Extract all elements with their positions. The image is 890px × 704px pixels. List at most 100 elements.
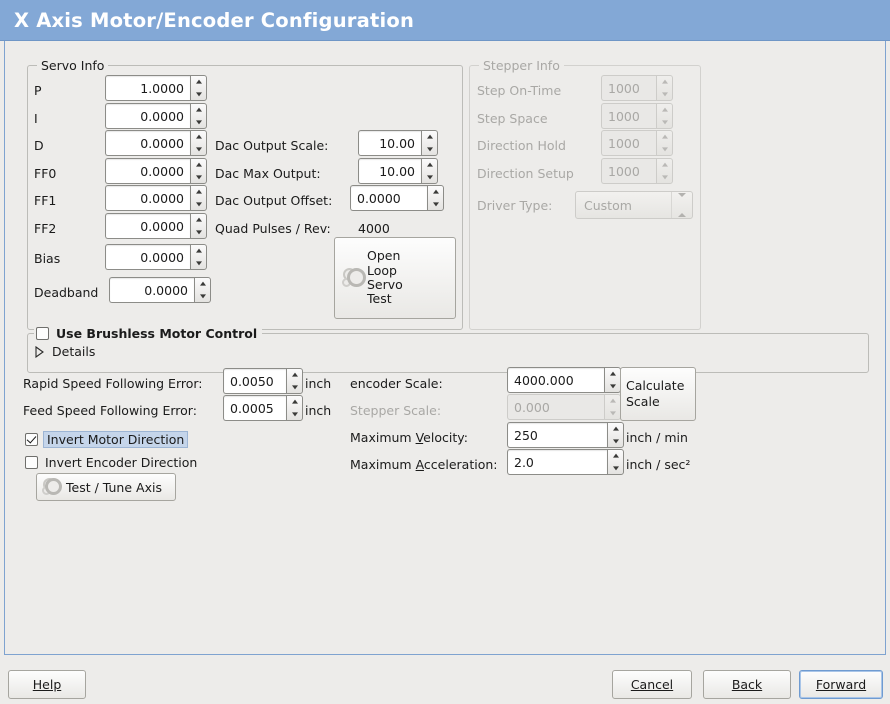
invert-encoder-checkbox-box[interactable] — [25, 456, 38, 469]
maximum-acceleration-spin[interactable]: 2.0 — [507, 449, 624, 475]
servo-spin-bias[interactable]: 0.0000 — [105, 244, 207, 270]
maximum-velocity-spin[interactable]: 250 — [507, 422, 624, 448]
cancel-button[interactable]: Cancel — [612, 670, 692, 699]
dac-output-offset-value[interactable]: 0.0000 — [350, 185, 427, 211]
servo-spin-d-steppers[interactable] — [190, 130, 207, 156]
test-tune-axis-button[interactable]: Test / Tune Axis — [36, 473, 176, 501]
brushless-checkbox-label: Use Brushless Motor Control — [56, 326, 258, 341]
spin-up-icon[interactable] — [191, 245, 206, 257]
spin-up-icon[interactable] — [287, 396, 302, 408]
spin-down-icon[interactable] — [191, 171, 206, 183]
servo-spin-ff1-value[interactable]: 0.0000 — [105, 185, 190, 211]
servo-spin-ff1[interactable]: 0.0000 — [105, 185, 207, 211]
servo-spin-d-value[interactable]: 0.0000 — [105, 130, 190, 156]
spin-down-icon[interactable] — [191, 198, 206, 210]
servo-spin-ff2[interactable]: 0.0000 — [105, 213, 207, 239]
spin-up-icon[interactable] — [191, 186, 206, 198]
spin-down-icon[interactable] — [195, 290, 210, 302]
spin-up-icon[interactable] — [191, 131, 206, 143]
step-on-time-value: 1000 — [601, 75, 656, 101]
spin-down-icon[interactable] — [428, 198, 443, 210]
spin-down-icon[interactable] — [191, 143, 206, 155]
rapid-following-error-value[interactable]: 0.0050 — [223, 368, 286, 394]
spin-up-icon[interactable] — [608, 423, 623, 435]
spin-up-icon[interactable] — [422, 159, 437, 171]
encoder-scale-value[interactable]: 4000.000 — [507, 367, 604, 393]
servo-spin-bias-steppers[interactable] — [190, 244, 207, 270]
spin-down-icon[interactable] — [422, 143, 437, 155]
rapid-following-error-steppers[interactable] — [286, 368, 303, 394]
servo-spin-deadband-value[interactable]: 0.0000 — [109, 277, 194, 303]
maximum-acceleration-steppers[interactable] — [607, 449, 624, 475]
spin-down-icon[interactable] — [608, 435, 623, 447]
maximum-velocity-unit: inch / min — [626, 430, 688, 445]
servo-spin-p-steppers[interactable] — [190, 75, 207, 101]
invert-motor-direction-checkbox[interactable]: Invert Motor Direction — [25, 431, 189, 448]
spin-up-icon[interactable] — [608, 450, 623, 462]
spin-up-icon[interactable] — [195, 278, 210, 290]
dac-output-scale-steppers[interactable] — [421, 130, 438, 156]
feed-following-error-value[interactable]: 0.0005 — [223, 395, 286, 421]
spin-down-icon[interactable] — [422, 171, 437, 183]
maximum-acceleration-value[interactable]: 2.0 — [507, 449, 607, 475]
servo-spin-ff0-steppers[interactable] — [190, 158, 207, 184]
dac-output-scale-spin[interactable]: 10.00 — [358, 130, 438, 156]
dac-max-output-spin[interactable]: 10.00 — [358, 158, 438, 184]
spin-up-icon — [605, 395, 620, 407]
servo-spin-ff2-steppers[interactable] — [190, 213, 207, 239]
spin-down-icon[interactable] — [605, 380, 620, 392]
servo-spin-bias-value[interactable]: 0.0000 — [105, 244, 190, 270]
invert-encoder-direction-checkbox[interactable]: Invert Encoder Direction — [25, 455, 197, 470]
servo-spin-ff2-value[interactable]: 0.0000 — [105, 213, 190, 239]
invert-motor-checkbox-box[interactable] — [25, 433, 38, 446]
servo-spin-p-value[interactable]: 1.0000 — [105, 75, 190, 101]
spin-down-icon[interactable] — [287, 381, 302, 393]
dac-max-output-value[interactable]: 10.00 — [358, 158, 421, 184]
dac-output-offset-steppers[interactable] — [427, 185, 444, 211]
brushless-checkbox-box[interactable] — [36, 327, 49, 340]
dac-max-output-steppers[interactable] — [421, 158, 438, 184]
spin-down-icon[interactable] — [191, 88, 206, 100]
step-space-label: Step Space — [477, 111, 548, 126]
servo-spin-deadband[interactable]: 0.0000 — [109, 277, 211, 303]
spin-down-icon[interactable] — [608, 462, 623, 474]
spin-up-icon[interactable] — [422, 131, 437, 143]
dac-output-offset-spin[interactable]: 0.0000 — [350, 185, 444, 211]
servo-spin-ff0-value[interactable]: 0.0000 — [105, 158, 190, 184]
servo-spin-i-steppers[interactable] — [190, 103, 207, 129]
details-expander[interactable]: Details — [35, 344, 95, 359]
servo-spin-i-value[interactable]: 0.0000 — [105, 103, 190, 129]
spin-up-icon[interactable] — [428, 186, 443, 198]
open-loop-servo-test-button[interactable]: Open Loop Servo Test — [334, 237, 456, 319]
feed-following-error-spin[interactable]: 0.0005 — [223, 395, 303, 421]
forward-button[interactable]: Forward — [799, 670, 883, 699]
servo-spin-deadband-steppers[interactable] — [194, 277, 211, 303]
spin-up-icon[interactable] — [191, 214, 206, 226]
use-brushless-motor-control-checkbox[interactable]: Use Brushless Motor Control — [34, 326, 263, 341]
dac-output-scale-value[interactable]: 10.00 — [358, 130, 421, 156]
calculate-scale-button[interactable]: Calculate Scale — [620, 367, 696, 421]
spin-down-icon[interactable] — [191, 116, 206, 128]
servo-spin-ff1-steppers[interactable] — [190, 185, 207, 211]
spin-down-icon[interactable] — [191, 226, 206, 238]
feed-following-error-steppers[interactable] — [286, 395, 303, 421]
encoder-scale-steppers[interactable] — [604, 367, 621, 393]
maximum-velocity-value[interactable]: 250 — [507, 422, 607, 448]
maximum-velocity-steppers[interactable] — [607, 422, 624, 448]
servo-spin-ff0[interactable]: 0.0000 — [105, 158, 207, 184]
spin-up-icon[interactable] — [191, 159, 206, 171]
encoder-scale-spin[interactable]: 4000.000 — [507, 367, 621, 393]
spin-up-icon[interactable] — [287, 369, 302, 381]
spin-up-icon[interactable] — [191, 104, 206, 116]
spin-up-icon[interactable] — [191, 76, 206, 88]
servo-spin-d[interactable]: 0.0000 — [105, 130, 207, 156]
help-button[interactable]: Help — [8, 670, 86, 699]
rapid-following-error-spin[interactable]: 0.0050 — [223, 368, 303, 394]
spin-up-icon[interactable] — [605, 368, 620, 380]
chevron-right-icon[interactable] — [35, 345, 44, 358]
servo-spin-p[interactable]: 1.0000 — [105, 75, 207, 101]
spin-down-icon[interactable] — [287, 408, 302, 420]
back-button[interactable]: Back — [703, 670, 791, 699]
servo-spin-i[interactable]: 0.0000 — [105, 103, 207, 129]
spin-down-icon[interactable] — [191, 257, 206, 269]
